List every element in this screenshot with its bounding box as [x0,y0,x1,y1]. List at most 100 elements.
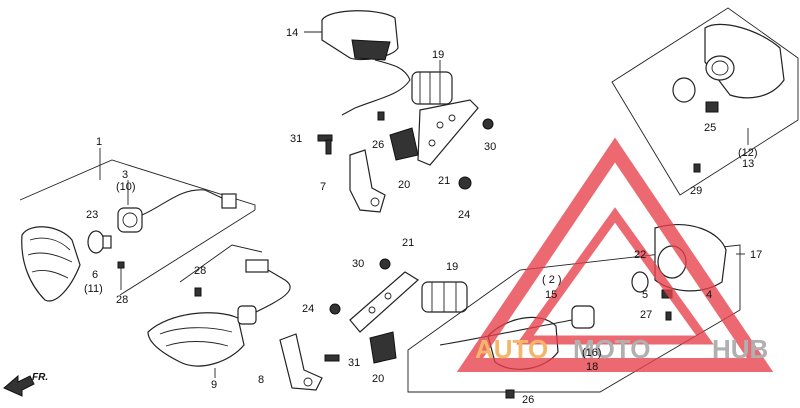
housing-socket-inner [711,60,729,76]
nut-26 [377,111,385,121]
resistor-19 [411,71,453,105]
lower-left-signal-group [147,244,291,378]
callout-21a: 21 [438,175,450,187]
watermark: AUTO MOTO HUB [456,137,774,372]
nut-30 [482,118,494,130]
connector-left [221,193,237,209]
screw-29 [693,163,701,173]
callout-18: 18 [586,361,598,373]
callout-4: 4 [706,289,712,301]
callout-22: 22 [634,249,646,261]
lens-detail [165,341,229,347]
signal-lens-left [21,226,81,302]
bulb-23 [87,230,105,254]
callout-30a: 30 [484,141,496,153]
bracket-hole [448,114,456,122]
callout-9: 9 [211,379,217,391]
mid-bottom-group [279,258,468,391]
stay-hole [370,197,380,207]
callout-labels: 1 3 (10) 23 6 (11) 28 28 9 14 19 31 26 3… [84,27,762,406]
lens-detail [27,252,73,263]
callout-19b: 19 [446,261,458,273]
callout-7: 7 [320,181,326,193]
nut-24 [458,176,472,190]
bracket-hole [436,121,444,129]
callout-10: (10) [116,181,136,193]
lens-detail [31,269,69,279]
callout-27: 27 [640,309,652,321]
screw-26b [505,389,515,399]
callout-24b: 24 [302,303,314,315]
lens-detail [159,327,233,335]
gasket [672,77,696,103]
stay-7 [349,149,386,213]
screw-28 [117,261,125,269]
callout-20a: 20 [398,179,410,191]
bolt-31b [324,354,340,362]
bolt-31-shank [325,139,332,155]
bulb-22 [631,271,649,293]
assembly-frame-1 [19,159,256,210]
callout-1: 1 [96,136,102,148]
callout-16: (16) [582,347,602,359]
bracket-hole [384,292,392,300]
right-top-group [611,7,799,196]
signal-lens-9 [147,312,245,367]
screw-28b [194,287,202,297]
callout-30b: 30 [352,258,364,270]
bracket-hole [428,139,436,147]
callout-3: 3 [122,169,128,181]
front-direction-arrow: FR. [3,372,48,397]
frame-9 [179,244,263,283]
callout-23: 23 [86,209,98,221]
resistor-19b [421,281,468,313]
callout-20b: 20 [372,373,384,385]
relay-wire [341,59,411,116]
bolt-31 [317,134,333,142]
top-middle-group [304,10,494,213]
pad-20b [369,331,397,364]
callout-5: 5 [642,289,648,301]
frame-18 [407,244,741,393]
nut-30b [379,258,391,270]
callout-26b: 26 [522,394,534,406]
callout-14: 14 [286,27,298,39]
callout-31a: 31 [290,133,302,145]
nut-24b [329,303,341,315]
bracket-hole [368,306,376,314]
bulb-base [102,235,112,249]
bracket-21b [349,271,419,333]
callout-26a: 26 [372,139,384,151]
lens-detail [29,237,71,251]
connector-9 [245,259,269,273]
housing-socket [705,55,735,81]
callout-21b: 21 [402,237,414,249]
screw-27 [665,311,672,321]
callout-2: ( 2 ) [542,274,562,286]
wire-harness-9 [255,269,291,313]
watermark-triangle [456,137,774,372]
socket-ring [122,212,138,228]
callout-13: 13 [742,158,754,170]
callout-29: 29 [690,185,702,197]
stay-8 [279,333,323,391]
arrow-icon [3,374,35,397]
relay-14-cap [351,39,391,61]
callout-25: 25 [704,122,716,134]
watermark-text-auto: AUTO [475,334,548,364]
bracket-21 [417,99,479,166]
watermark-text-hub: HUB [712,334,768,364]
socket-3 [117,207,143,233]
socket-15 [571,305,595,329]
callout-19a: 19 [432,49,444,61]
callout-17: 17 [750,249,762,261]
callout-8: 8 [258,374,264,386]
direction-label: FR. [32,372,48,383]
frame-line-1b [119,209,256,296]
wire-harness-left [141,189,223,216]
watermark-triangle-inner [516,207,714,345]
socket-9 [237,305,257,325]
callout-12: (12) [738,147,758,159]
